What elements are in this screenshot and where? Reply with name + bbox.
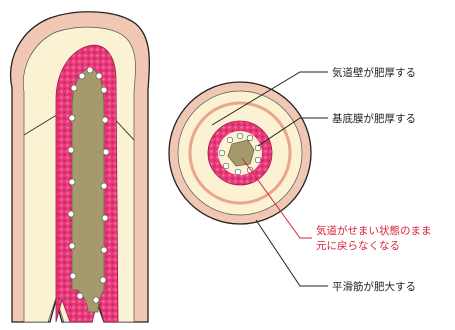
- label-narrowed-line1: 気道がせまい状態のまま: [316, 224, 432, 237]
- narrowed-lumen: [72, 68, 104, 312]
- label-narrowed-line2: 元に戻らなくなる: [316, 239, 400, 252]
- label-smooth-muscle: 平滑筋が肥大する: [332, 280, 416, 293]
- airway-cross-section: [169, 82, 311, 224]
- label-airway-wall: 気道壁が肥厚する: [332, 66, 416, 79]
- label-basement-membrane: 基底膜が肥厚する: [332, 112, 416, 125]
- airway-longitudinal-section: [11, 12, 150, 322]
